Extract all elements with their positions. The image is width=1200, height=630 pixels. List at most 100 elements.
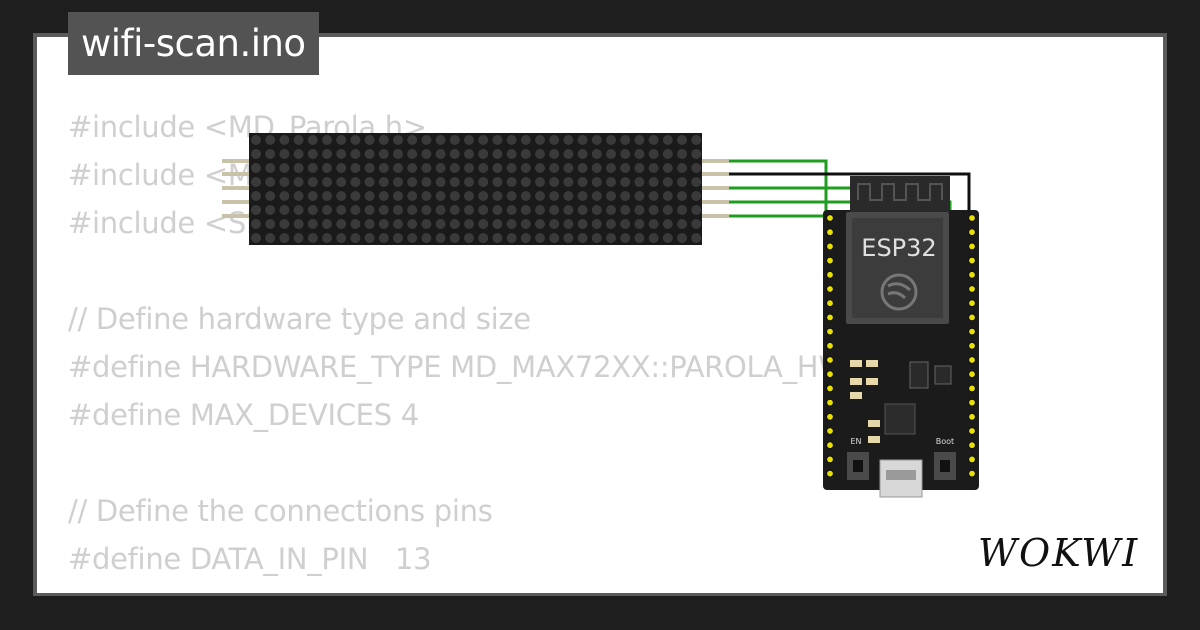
header-pin[interactable] xyxy=(968,285,976,293)
led-dot xyxy=(421,205,432,215)
header-pin[interactable] xyxy=(968,341,976,350)
led-dot xyxy=(307,205,318,215)
header-pin[interactable] xyxy=(826,228,834,237)
led-dot xyxy=(322,205,332,215)
header-pin[interactable] xyxy=(968,327,976,336)
led-dot xyxy=(464,163,474,173)
led-dot xyxy=(322,191,332,201)
led-dot xyxy=(478,177,489,187)
led-dot xyxy=(378,163,389,173)
boot-button[interactable] xyxy=(934,452,956,480)
header-pin[interactable] xyxy=(826,427,834,435)
header-pin[interactable] xyxy=(826,242,834,251)
header-pin[interactable] xyxy=(968,455,976,464)
led-dot xyxy=(563,135,574,145)
led-dot xyxy=(606,233,616,243)
esp32-board[interactable]: ESP32 EN Boot xyxy=(823,176,979,498)
led-dot xyxy=(364,135,375,145)
led-dot xyxy=(535,163,545,173)
header-pin[interactable] xyxy=(968,384,976,393)
header-pin[interactable] xyxy=(826,285,834,293)
led-dot xyxy=(591,149,602,159)
led-dot xyxy=(492,233,503,243)
led-dot xyxy=(322,135,332,145)
header-pin[interactable] xyxy=(826,398,834,407)
led-dot xyxy=(492,205,503,215)
header-pin[interactable] xyxy=(968,256,976,265)
led-dot xyxy=(563,191,574,201)
header-pin[interactable] xyxy=(826,341,834,350)
led-dot xyxy=(336,149,347,159)
led-dot xyxy=(620,219,631,229)
led-dot xyxy=(350,191,361,201)
header-pin[interactable] xyxy=(826,256,834,265)
led-dot xyxy=(506,219,517,229)
led-dot xyxy=(449,219,460,229)
led-dot xyxy=(407,233,418,243)
led-dot xyxy=(506,233,517,243)
header-pin[interactable] xyxy=(968,356,976,364)
header-pin[interactable] xyxy=(826,412,834,421)
led-dot xyxy=(549,177,560,187)
header-pin[interactable] xyxy=(826,356,834,364)
led-dot xyxy=(677,135,687,145)
led-dot xyxy=(563,233,574,243)
header-pin[interactable] xyxy=(826,299,834,308)
header-pin[interactable] xyxy=(968,398,976,407)
header-pin[interactable] xyxy=(826,469,834,478)
led-dot xyxy=(691,135,702,145)
header-pin[interactable] xyxy=(968,370,976,379)
led-dot xyxy=(677,233,687,243)
led-dot xyxy=(478,219,489,229)
header-pin[interactable] xyxy=(826,455,834,464)
led-dot xyxy=(307,135,318,145)
led-dot xyxy=(620,191,631,201)
led-dot xyxy=(293,149,304,159)
header-pin[interactable] xyxy=(826,327,834,336)
header-pin[interactable] xyxy=(968,469,976,478)
led-dot xyxy=(251,219,261,229)
header-pin[interactable] xyxy=(968,270,976,279)
led-dot xyxy=(535,149,545,159)
led-matrix-display[interactable] xyxy=(222,133,729,245)
header-pin[interactable] xyxy=(968,299,976,308)
led-dot xyxy=(435,205,446,215)
header-pin[interactable] xyxy=(826,384,834,393)
header-pin[interactable] xyxy=(968,228,976,237)
header-pin[interactable] xyxy=(826,214,834,222)
led-dot xyxy=(591,135,602,145)
matrix-body xyxy=(249,133,702,245)
header-pin[interactable] xyxy=(826,370,834,379)
led-dot xyxy=(378,219,389,229)
header-pin[interactable] xyxy=(968,313,976,322)
led-dot xyxy=(606,191,616,201)
led-dot xyxy=(421,163,432,173)
led-dot xyxy=(279,163,290,173)
header-pin[interactable] xyxy=(826,313,834,322)
led-dot xyxy=(293,233,304,243)
header-pin[interactable] xyxy=(968,242,976,251)
header-pin[interactable] xyxy=(826,441,834,450)
led-dot xyxy=(606,149,616,159)
led-dot xyxy=(535,177,545,187)
header-pin[interactable] xyxy=(968,214,976,222)
led-dot xyxy=(634,233,645,243)
led-dot xyxy=(435,219,446,229)
led-dot xyxy=(265,135,276,145)
led-dot xyxy=(449,177,460,187)
led-dot xyxy=(620,135,631,145)
en-button[interactable] xyxy=(847,452,869,480)
led-dot xyxy=(393,219,403,229)
header-pin[interactable] xyxy=(968,412,976,421)
led-dot xyxy=(662,149,673,159)
code-line: #define HARDWARE_TYPE MD_MAX72XX::PAROLA… xyxy=(68,350,847,384)
header-pin[interactable] xyxy=(826,270,834,279)
header-pin[interactable] xyxy=(968,427,976,435)
led-dot xyxy=(265,219,276,229)
led-dot xyxy=(336,177,347,187)
led-dot xyxy=(577,219,588,229)
led-dot xyxy=(691,219,702,229)
led-dot xyxy=(449,163,460,173)
header-pin[interactable] xyxy=(968,441,976,450)
